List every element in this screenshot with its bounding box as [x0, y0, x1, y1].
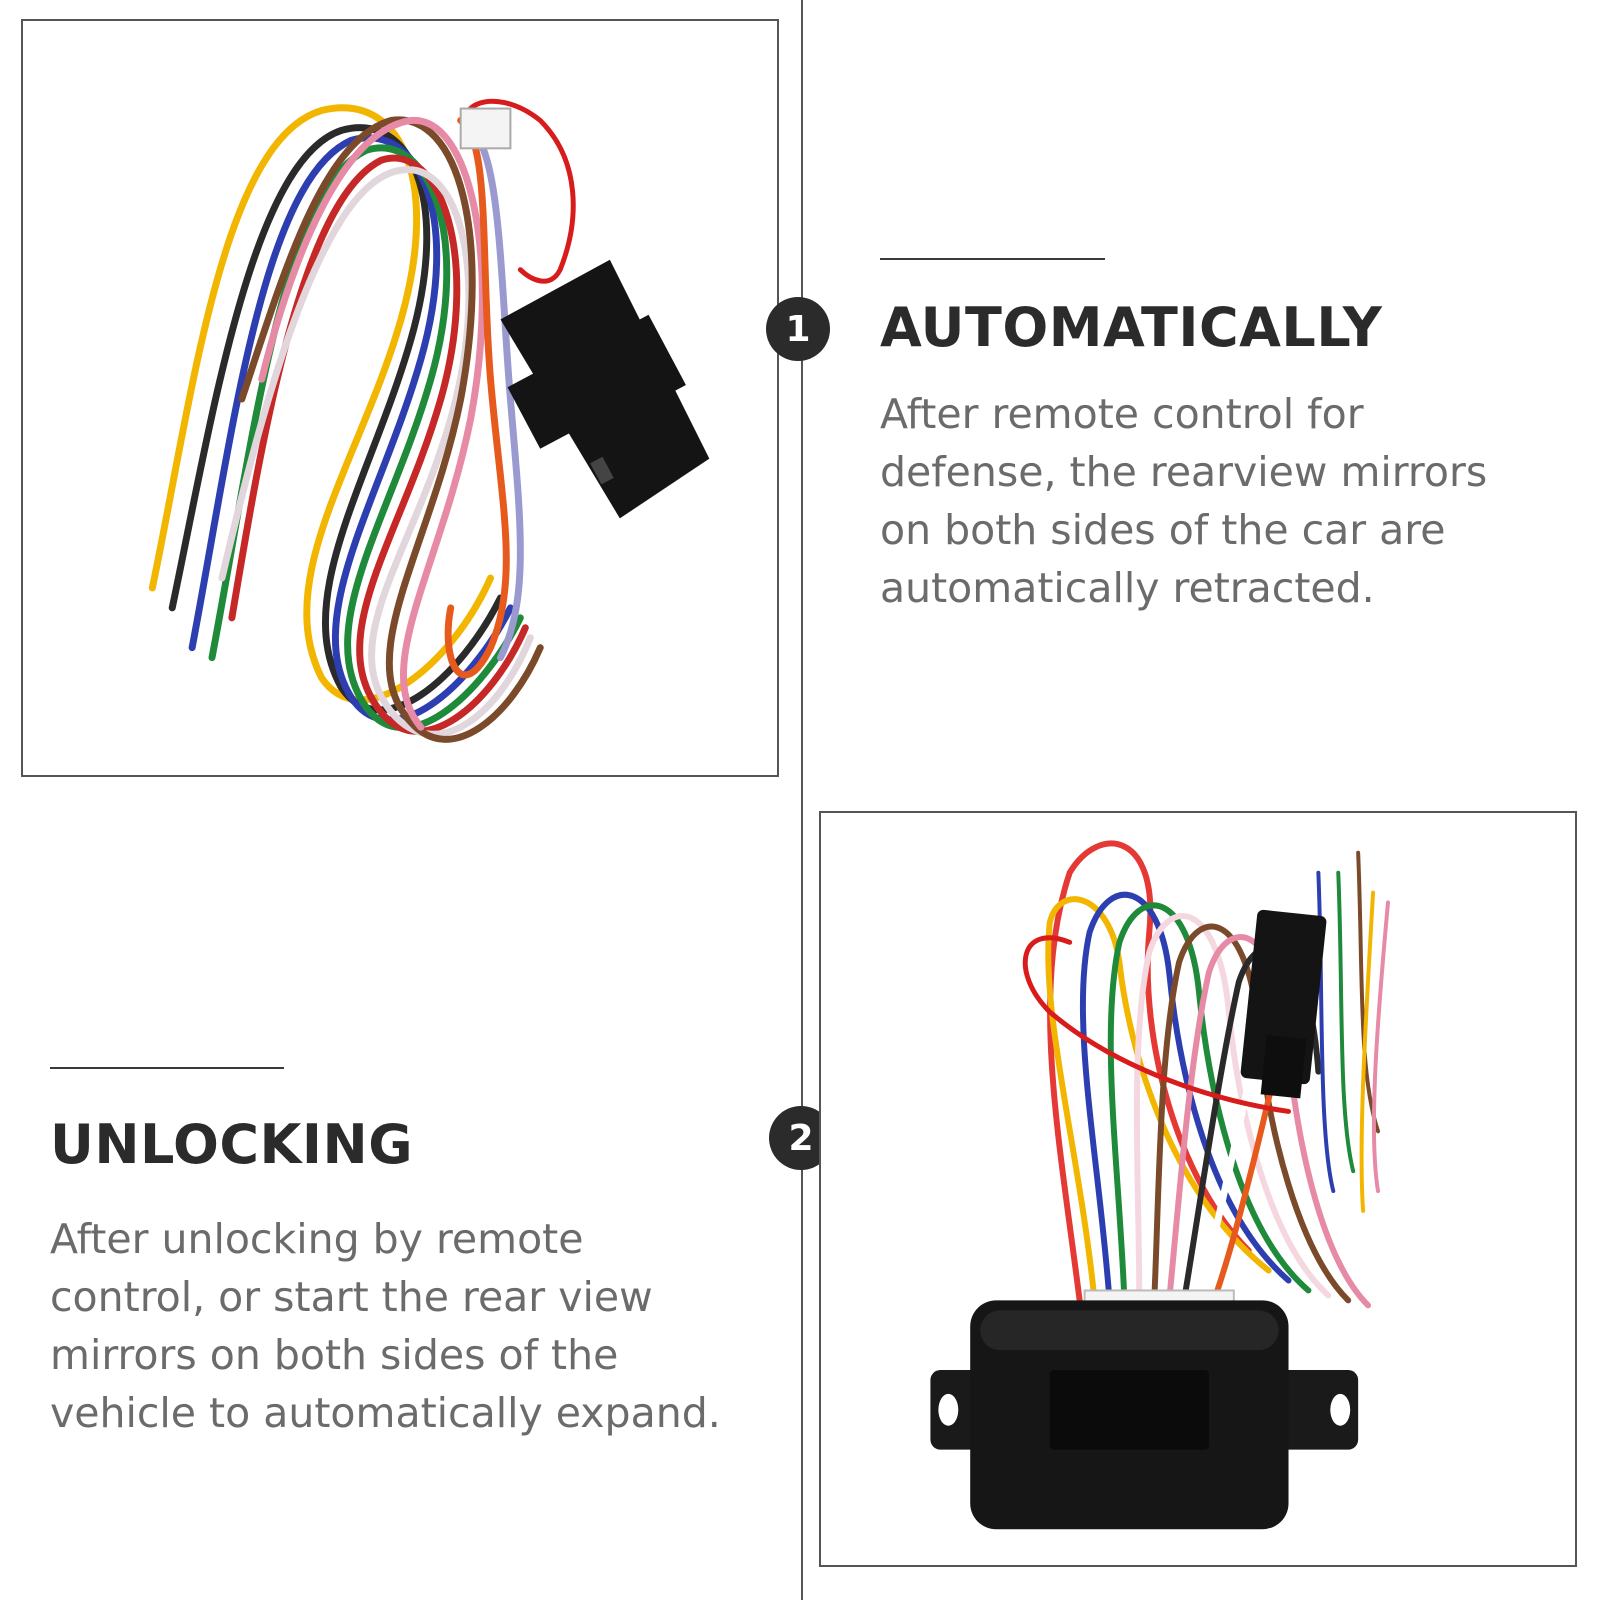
control-module-image	[930, 840, 1390, 1530]
center-divider-line	[801, 0, 803, 1600]
wire-harness-photo	[21, 19, 779, 777]
section1-description: After remote control for defense, the re…	[880, 390, 1488, 612]
section2-heading: UNLOCKING	[50, 1113, 414, 1176]
section1-divider	[880, 258, 1105, 260]
section2-description: After unlocking by remote control, or st…	[50, 1215, 721, 1437]
section2-divider	[50, 1067, 284, 1069]
section1-heading: AUTOMATICALLY	[880, 296, 1383, 359]
step-number-badge-1: 1	[766, 297, 830, 361]
control-module-photo	[819, 811, 1577, 1567]
wire-harness-image	[148, 98, 710, 743]
